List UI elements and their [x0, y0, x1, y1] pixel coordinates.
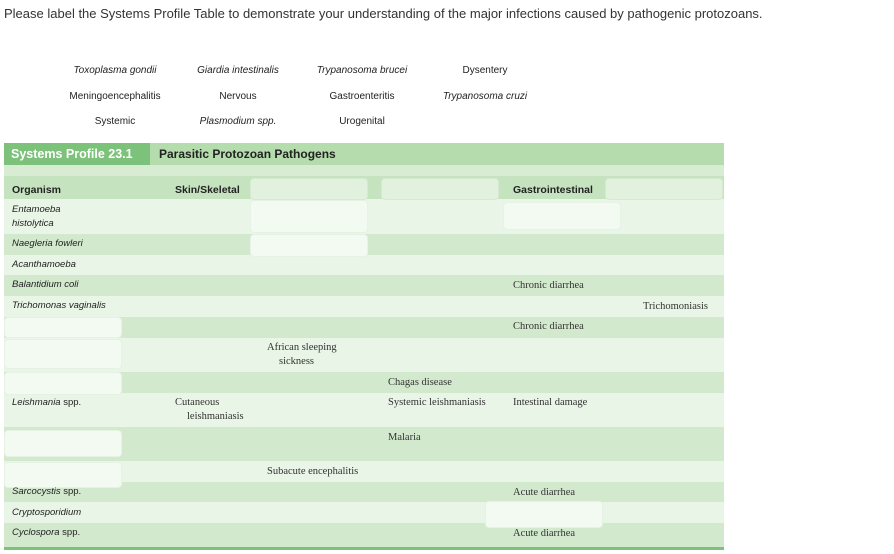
column-header-organism: Organism — [12, 184, 62, 196]
organism-label: Leishmania spp. — [12, 397, 82, 408]
profile-header: Systems Profile 23.1 Parasitic Protozoan… — [4, 143, 724, 165]
table-row — [4, 275, 724, 296]
instruction-text: Please label the Systems Profile Table t… — [4, 6, 763, 21]
label-chip-urogenital[interactable]: Urogenital — [339, 116, 385, 127]
cell-gastro-cyclospora: Acute diarrhea — [513, 528, 576, 539]
organism-label: Sarcocystis spp. — [12, 486, 82, 497]
cell-systemic-plasmodium: Malaria — [388, 432, 421, 443]
table-row — [4, 393, 724, 427]
cell-nervous-toxoplasma: Subacute encephalitis — [267, 466, 359, 477]
organism-label: Naegleria fowleri — [12, 238, 83, 249]
cell-skin-leishmania: leishmaniasis — [187, 411, 244, 422]
label-chip-gastroenteritis[interactable]: Gastroenteritis — [329, 91, 395, 102]
organism-label: Acanthamoeba — [12, 259, 76, 270]
label-chip-nervous[interactable]: Nervous — [219, 91, 257, 102]
drop-zone-column-header[interactable] — [381, 178, 499, 200]
table-row — [4, 502, 724, 523]
cell-skin-leishmania: Cutaneous — [175, 397, 220, 408]
label-chip-systemic[interactable]: Systemic — [94, 116, 136, 127]
label-chip-toxoplasma-gondii[interactable]: Toxoplasma gondii — [73, 65, 157, 76]
table-row — [4, 317, 724, 338]
drop-zone-organism[interactable] — [4, 462, 122, 488]
organism-label: Cryptosporidium — [12, 507, 82, 518]
cell-systemic-trypanosoma-cruzi: Chagas disease — [388, 377, 452, 388]
table-row — [4, 482, 724, 502]
organism-label: Cyclospora spp. — [12, 527, 81, 538]
drop-zone-column-header[interactable] — [250, 178, 368, 200]
drop-zone-column-header[interactable] — [605, 178, 723, 200]
table-row — [4, 255, 724, 275]
drop-zone-nervous-naegleria[interactable] — [250, 234, 368, 257]
table-row — [4, 296, 724, 317]
cell-gastro-sarcocystis: Acute diarrhea — [513, 487, 576, 498]
table-row — [4, 461, 724, 482]
table-row — [4, 372, 724, 393]
label-chip-trypanosoma-brucei[interactable]: Trypanosoma brucei — [316, 65, 408, 76]
label-chip-trypanosoma-cruzi[interactable]: Trypanosoma cruzi — [442, 91, 528, 102]
organism-label: histolytica — [12, 218, 54, 229]
cell-nervous-trypanosoma-brucei: African sleeping — [267, 342, 337, 353]
organism-label: Entamoeba — [12, 204, 61, 215]
label-chip-meningoencephalitis[interactable]: Meningoencephalitis — [69, 91, 161, 102]
drop-zone-nervous-entamoeba[interactable] — [250, 200, 368, 233]
drop-zone-organism[interactable] — [4, 430, 122, 457]
organism-label: Balantidium coli — [12, 279, 79, 290]
cell-urogenital-trichomonas: Trichomoniasis — [643, 301, 708, 312]
cell-gastro-giardia: Chronic diarrhea — [513, 321, 584, 332]
drop-zone-organism[interactable] — [4, 317, 122, 338]
label-chip-dysentery[interactable]: Dysentery — [462, 65, 508, 76]
table-row — [4, 427, 724, 461]
label-chip-giardia-intestinalis[interactable]: Giardia intestinalis — [197, 65, 279, 76]
cell-systemic-leishmania: Systemic leishmaniasis — [388, 397, 486, 408]
table-row — [4, 523, 724, 547]
drop-zone-organism[interactable] — [4, 339, 122, 369]
cell-gastro-leishmania: Intestinal damage — [513, 397, 588, 408]
label-chip-plasmodium[interactable]: Plasmodium spp. — [199, 116, 277, 127]
cell-gastro-balantidium: Chronic diarrhea — [513, 280, 584, 291]
organism-label: Trichomonas vaginalis — [12, 300, 106, 311]
systems-profile-table: Organism Skin/Skeletal Gastrointestinal … — [4, 165, 724, 550]
profile-tag: Systems Profile 23.1 — [4, 143, 150, 165]
column-header-gastrointestinal: Gastrointestinal — [513, 184, 593, 196]
profile-title: Parasitic Protozoan Pathogens — [159, 147, 336, 161]
cell-nervous-trypanosoma-brucei: sickness — [279, 356, 314, 367]
drop-zone-gastro-cryptosporidium[interactable] — [485, 501, 603, 528]
column-header-skin-skeletal: Skin/Skeletal — [175, 184, 240, 196]
drop-zone-organism[interactable] — [4, 372, 122, 395]
drop-zone-gastro-entamoeba[interactable] — [503, 202, 621, 230]
table-row — [4, 338, 724, 372]
